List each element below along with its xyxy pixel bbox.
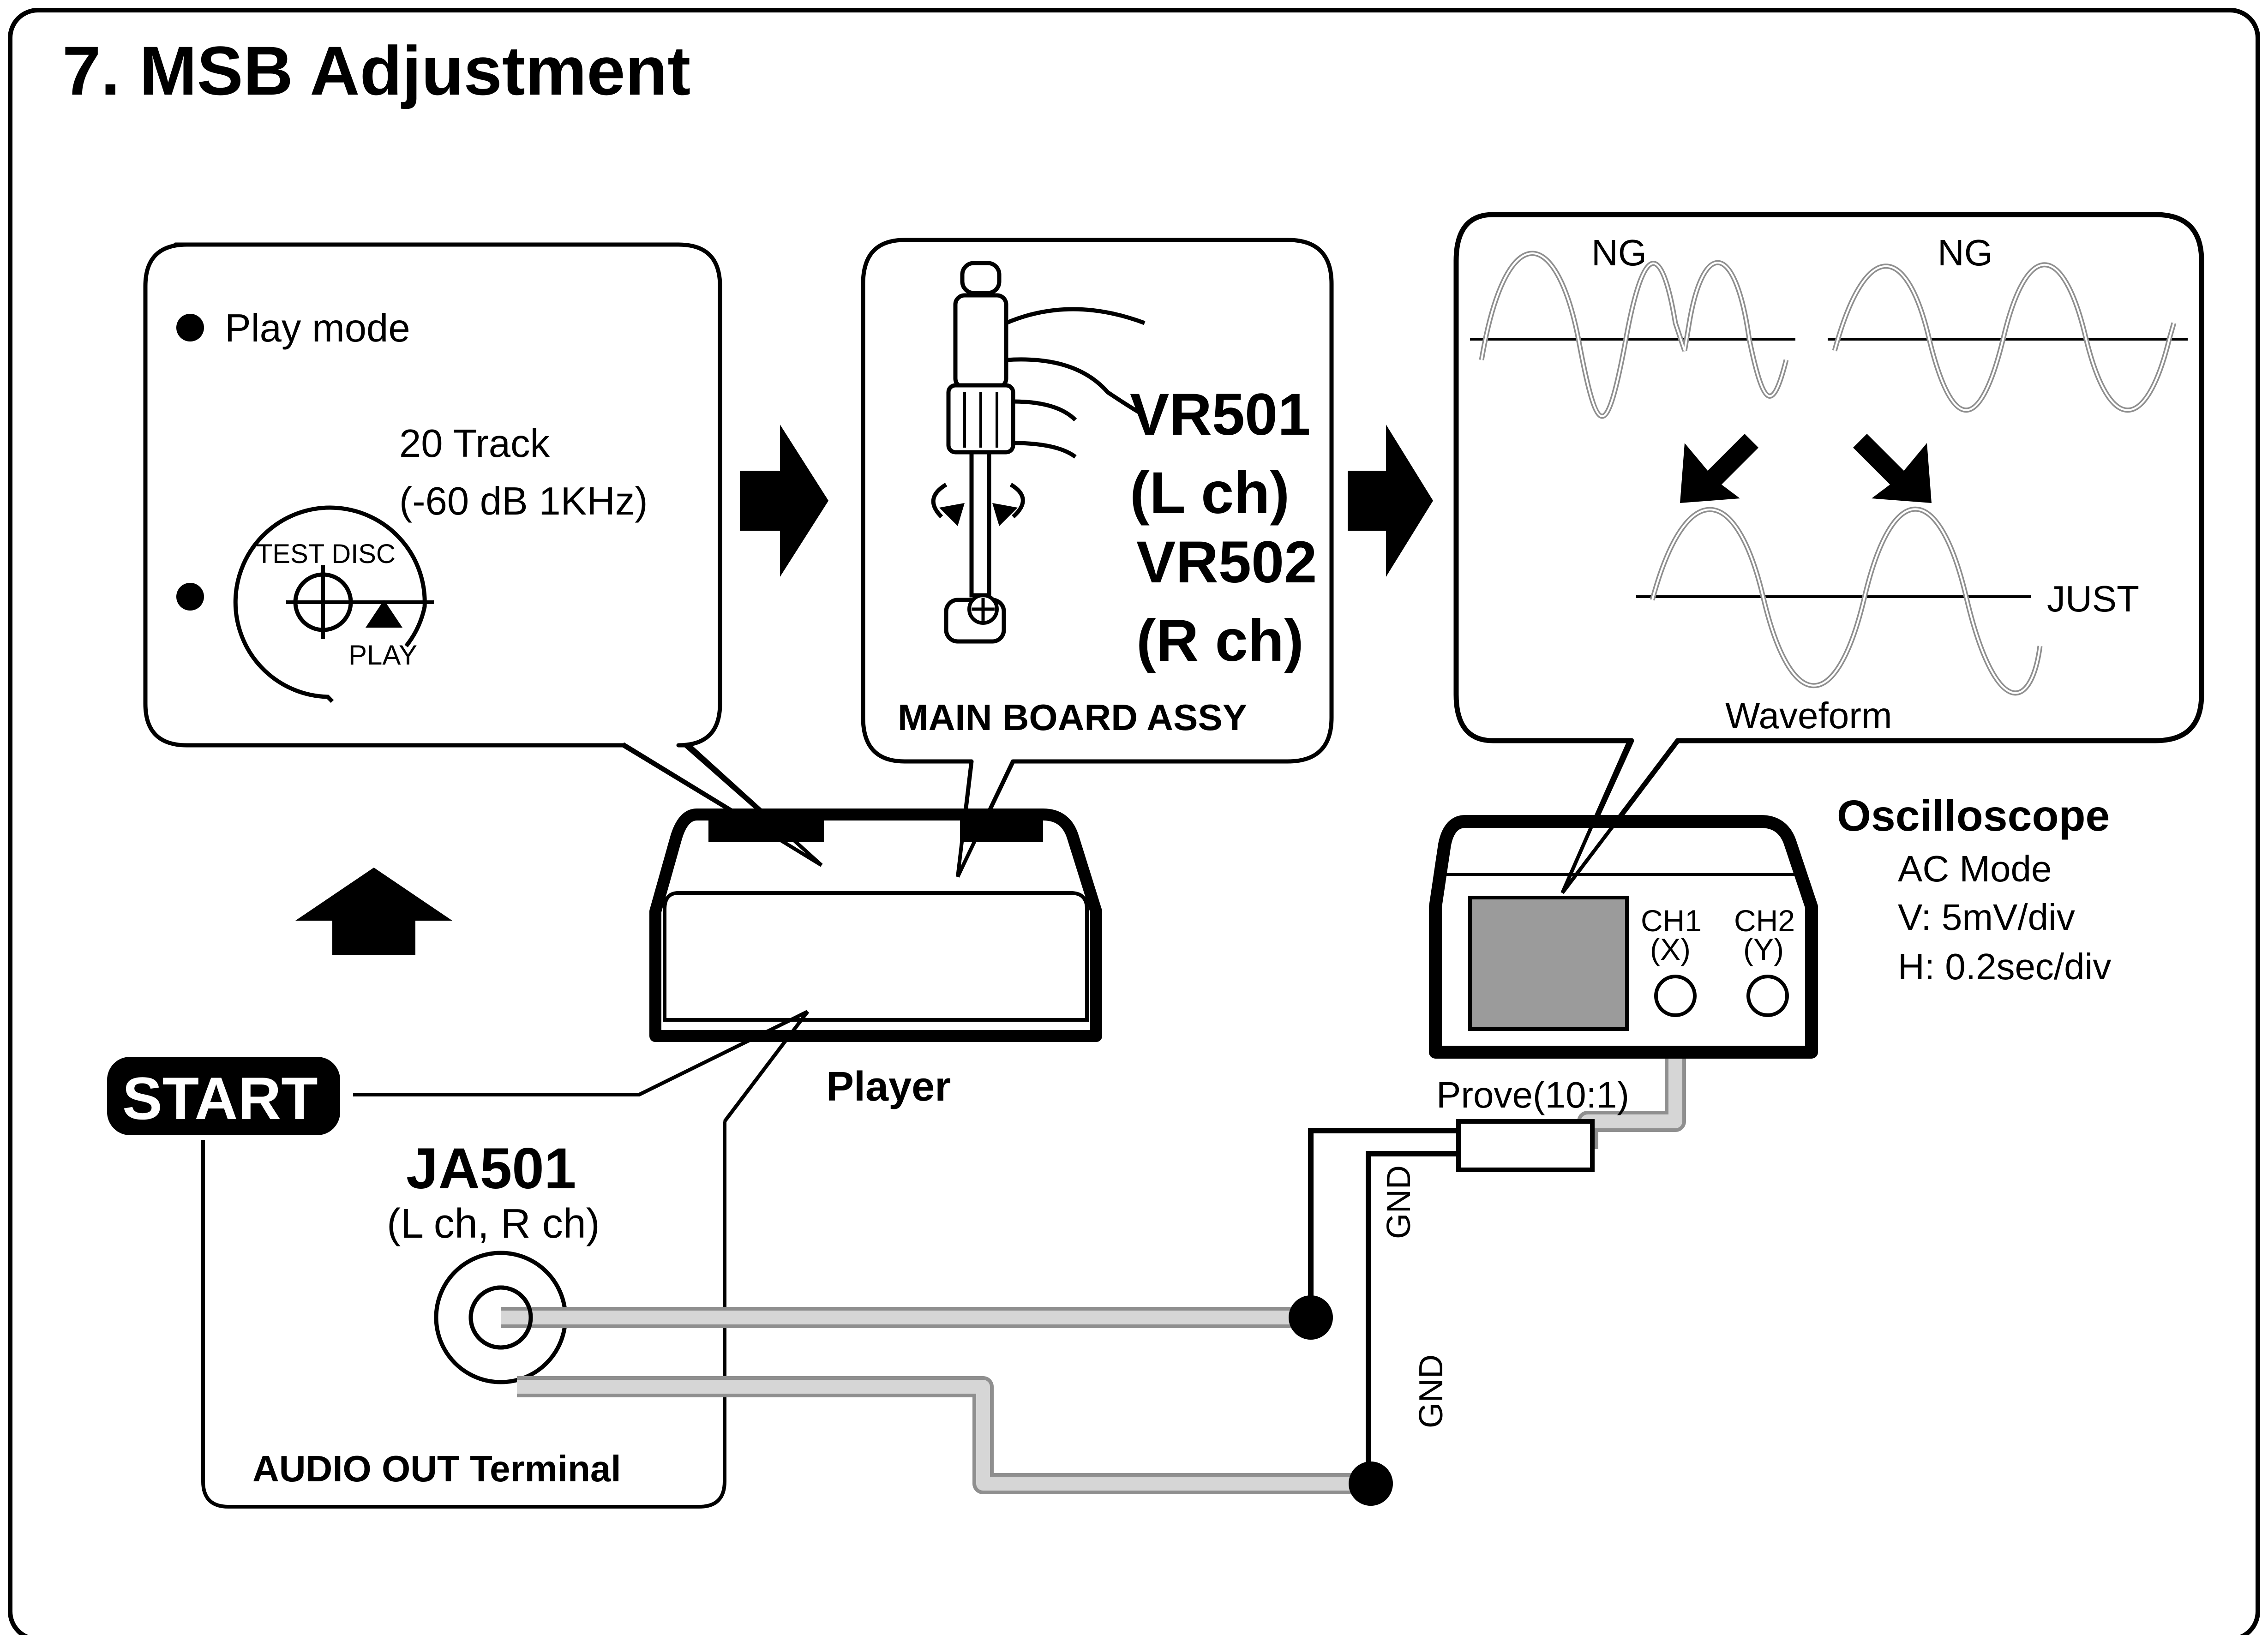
start-label: START <box>122 1065 318 1132</box>
arrow-down-left-icon <box>1680 434 1758 503</box>
probe-ground-lead <box>1308 1128 1458 1318</box>
just-label: JUST <box>2047 578 2139 619</box>
ch2-input-jack[interactable] <box>1746 975 1789 1017</box>
play-mode-pointer <box>622 742 823 867</box>
oscilloscope-unit <box>1429 815 1818 1059</box>
waveform-pointer <box>1560 739 1680 894</box>
waveform-callout: NG NG JUST Waveform <box>1453 212 2204 896</box>
audio-out-bracket <box>201 1121 726 1509</box>
jack-pointer <box>723 1010 810 1123</box>
arrow-up-icon <box>295 868 452 955</box>
ch1-label: CH1 <box>1641 904 1702 938</box>
arrow-down-right-icon <box>1853 434 1932 503</box>
bullet-play-mode <box>176 314 204 341</box>
player-unit <box>649 809 1102 1042</box>
disc-play-label: PLAY <box>348 640 417 671</box>
ng-right-label: NG <box>1938 232 1993 273</box>
gnd-label-lower: GND <box>1413 1354 1450 1428</box>
adjust-pointer <box>956 760 973 877</box>
track-label: 20 Track <box>399 422 550 466</box>
signal-cable <box>501 1029 1686 1494</box>
adjustment-callout: VR501 (L ch) VR502 (R ch) MAIN BOARD ASS… <box>861 238 1334 879</box>
oscilloscope-mode: AC Mode <box>1898 848 2052 889</box>
audio-out-label: AUDIO OUT Terminal <box>252 1448 621 1489</box>
bullet-disc <box>176 583 204 611</box>
test-disc-label: TEST DISC <box>256 539 396 569</box>
main-board-label: MAIN BOARD ASSY <box>898 697 1247 738</box>
play-triangle-icon <box>366 600 402 628</box>
arrow-right-icon <box>1348 425 1433 577</box>
gnd-label-upper: GND <box>1380 1165 1417 1239</box>
waveform-ng-left <box>1470 251 1795 419</box>
waveform-caption: Waveform <box>1725 695 1892 736</box>
probe-ground-lead <box>1366 1151 1458 1484</box>
vr501-label: VR501 <box>1130 382 1310 448</box>
ground-clip-upper <box>1289 1295 1333 1340</box>
play-mode-pointer <box>686 743 823 867</box>
vr501-channel: (L ch) <box>1130 460 1290 526</box>
adjust-pointer <box>956 760 1015 878</box>
outer-frame <box>8 8 2260 1635</box>
ground-clip-lower <box>1349 1461 1393 1506</box>
oscilloscope-horizontal: H: 0.2sec/div <box>1898 946 2111 987</box>
waveform-ng-right <box>1828 262 2188 413</box>
jack-name: JA501 <box>406 1137 576 1201</box>
jack-center-icon <box>468 1285 533 1350</box>
jack-channels: (L ch, R ch) <box>387 1201 600 1247</box>
ng-left-label: NG <box>1591 232 1647 273</box>
ch1-input-jack[interactable] <box>1654 975 1697 1017</box>
screwdriver-icon <box>931 261 1146 644</box>
vr502-channel: (R ch) <box>1136 608 1304 674</box>
signal-label: (-60 dB 1KHz) <box>399 479 648 523</box>
oscilloscope-title: Oscilloscope <box>1837 791 2110 840</box>
play-mode-callout: Play mode 20 Track (-60 dB 1KHz) TEST DI… <box>143 242 824 868</box>
page-title: 7. MSB Adjustment <box>62 32 690 109</box>
ch2-axis: (Y) <box>1743 932 1784 966</box>
waveform-pointer <box>1560 740 1631 894</box>
oscilloscope-screen <box>1468 896 1629 1031</box>
waveform-just <box>1636 507 2043 696</box>
probe-label: Prove(10:1) <box>1436 1074 1629 1115</box>
vr502-label: VR502 <box>1136 529 1317 595</box>
play-mode-label: Play mode <box>225 306 410 350</box>
start-badge <box>107 1057 340 1135</box>
ch2-label: CH2 <box>1734 904 1795 938</box>
test-disc-icon <box>233 505 434 703</box>
player-label: Player <box>826 1064 951 1110</box>
oscilloscope-vertical: V: 5mV/div <box>1898 897 2075 938</box>
start-connector <box>353 1010 809 1096</box>
ch1-axis: (X) <box>1650 932 1691 966</box>
probe-body <box>1456 1119 1595 1172</box>
arrow-right-icon <box>740 425 828 577</box>
